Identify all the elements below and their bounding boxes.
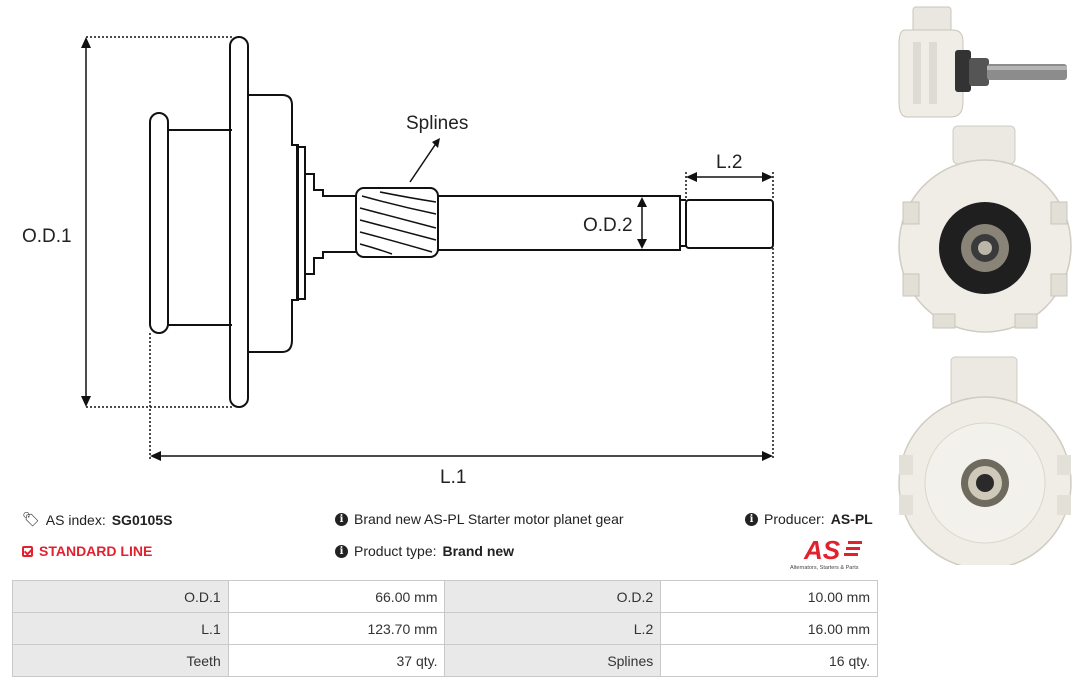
od2-label: O.D.2	[583, 215, 633, 236]
tags-icon: 🏷	[22, 511, 40, 527]
shaft-tip-outline	[685, 199, 774, 249]
producer-value: AS-PL	[830, 511, 873, 527]
svg-text:Alternators, Starters & Parts: Alternators, Starters & Parts	[790, 565, 859, 571]
product-photo-rear	[898, 356, 1072, 565]
table-row: Teeth 37 qty. Splines 16 qty.	[12, 644, 878, 677]
producer-label: Producer:	[764, 511, 825, 527]
step-outline	[305, 173, 356, 275]
spec-key: Teeth	[12, 644, 229, 677]
splines-outline	[355, 187, 439, 258]
spec-value: 16.00 mm	[660, 612, 878, 645]
spec-key: O.D.2	[444, 580, 662, 613]
info-circle-icon: i	[745, 512, 758, 526]
table-row: L.1 123.70 mm L.2 16.00 mm	[12, 612, 878, 645]
check-square-icon	[22, 545, 33, 557]
specs-table: O.D.1 66.00 mm O.D.2 10.00 mm L.1 123.70…	[12, 580, 878, 677]
technical-drawing: O.D.1 O.D.2 L.1 L.2 Splines	[22, 36, 774, 488]
spec-key: L.1	[12, 612, 229, 645]
od1-label: O.D.1	[22, 226, 72, 247]
spec-key: L.2	[444, 612, 662, 645]
hub-outline	[168, 129, 232, 326]
product-type-value: Brand new	[442, 543, 515, 559]
producer: i Producer: AS-PL	[745, 511, 873, 527]
spec-value: 123.70 mm	[227, 612, 446, 645]
spec-value: 16 qty.	[660, 644, 878, 677]
spec-value: 37 qty.	[227, 644, 446, 677]
info-circle-icon: i	[335, 512, 348, 526]
as-index-label: AS index:	[45, 511, 106, 528]
spec-value: 66.00 mm	[227, 580, 446, 613]
product-type-label: Product type:	[354, 543, 437, 559]
housing-outline	[248, 94, 299, 353]
spec-key: O.D.1	[12, 580, 229, 613]
as-pl-logo: AS Alternators, Starters & Parts	[786, 535, 878, 571]
splines-label: Splines	[406, 113, 468, 134]
as-index-value: SG0105S	[111, 511, 173, 528]
l2-label: L.2	[716, 152, 742, 173]
product-photo-side	[898, 6, 1067, 118]
product-type: i Product type: Brand new	[335, 543, 514, 559]
svg-text:AS: AS	[803, 535, 841, 565]
spec-value: 10.00 mm	[660, 580, 878, 613]
product-description: i Brand new AS-PL Starter motor planet g…	[335, 511, 624, 527]
rear-flange-outline	[149, 112, 169, 334]
l1-label: L.1	[440, 467, 466, 488]
shaft-outline	[438, 195, 681, 251]
spec-key: Splines	[444, 644, 662, 677]
description-text: Brand new AS-PL Starter motor planet gea…	[354, 511, 624, 527]
product-photo-front	[898, 125, 1072, 333]
collar-outline	[296, 146, 306, 300]
standard-line-badge: STANDARD LINE	[22, 543, 152, 559]
info-circle-icon: i	[335, 544, 348, 558]
standard-line-label: STANDARD LINE	[39, 543, 153, 559]
table-row: O.D.1 66.00 mm O.D.2 10.00 mm	[12, 580, 878, 613]
main-disc-outline	[229, 36, 249, 408]
as-index: 🏷 AS index: SG0105S	[22, 511, 172, 528]
